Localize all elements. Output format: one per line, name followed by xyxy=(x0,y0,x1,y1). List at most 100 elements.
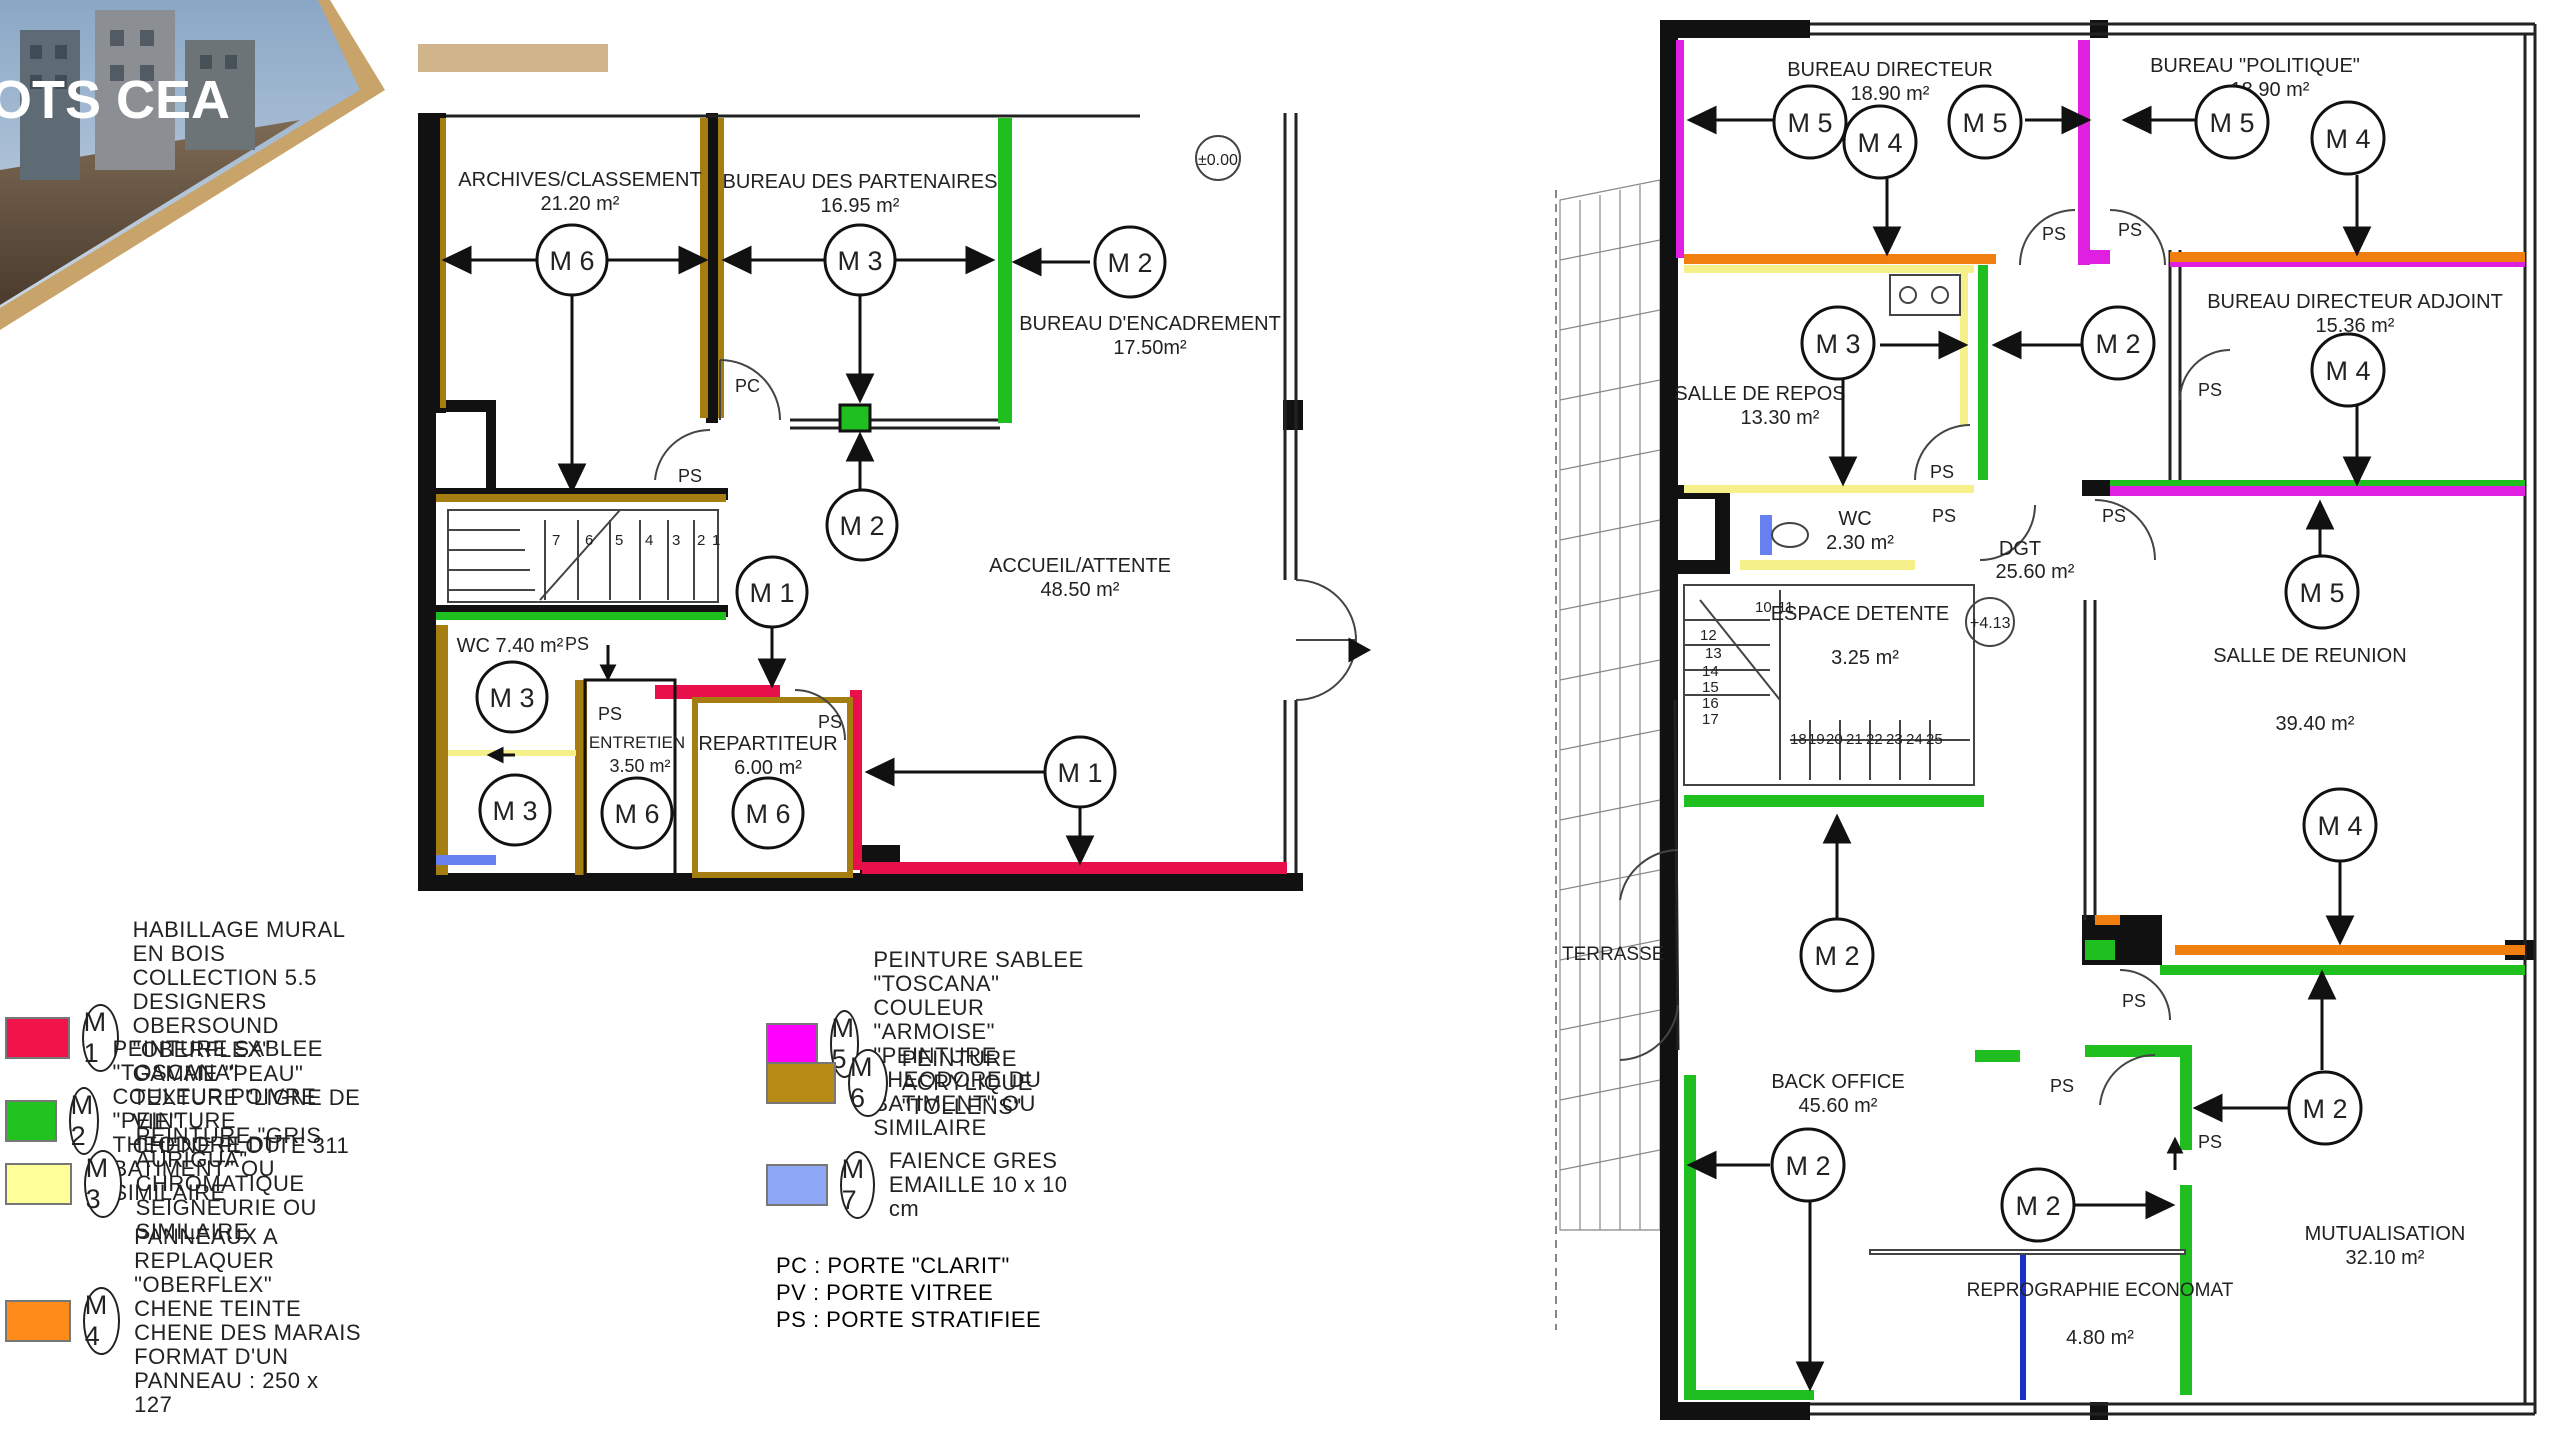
marker-m5: M 5 xyxy=(1787,108,1832,138)
room-area: 32.10 m² xyxy=(2346,1247,2425,1269)
room-name: MUTUALISATION xyxy=(2305,1223,2466,1245)
room-area: 17.50m² xyxy=(1113,337,1187,359)
door-tag: PS xyxy=(2198,1132,2222,1152)
door-tag: PS xyxy=(2198,380,2222,400)
stair-number: 6 xyxy=(585,532,593,549)
legend-description: PEINTURE SABLEE "TOSCANA" COULEUR POIVRE… xyxy=(112,1036,323,1205)
marker-m2: M 2 xyxy=(2095,329,2140,359)
door-tag: PS xyxy=(565,634,589,654)
legend-swatch xyxy=(766,1062,836,1104)
legend-swatch xyxy=(5,1163,72,1205)
room-name: WC xyxy=(1838,508,1871,530)
stair-number: 20 xyxy=(1826,731,1843,748)
stair-number: 13 xyxy=(1705,645,1722,662)
legend-code: M 4 xyxy=(82,1287,121,1355)
room-name: REPROGRAPHIE ECONOMAT xyxy=(1967,1280,2234,1301)
stair-number: 15 xyxy=(1702,679,1719,696)
marker-m6: M 6 xyxy=(614,799,659,829)
legend-code: M 2 xyxy=(68,1087,99,1155)
stair-number: 19 xyxy=(1808,731,1825,748)
stair-number: 3 xyxy=(672,532,680,549)
stair-number: 7 xyxy=(552,532,560,549)
door-tag: PC xyxy=(735,376,760,396)
stair-number: 10 xyxy=(1755,599,1772,616)
room-name: WC 7.40 m² xyxy=(457,635,564,657)
stair-number: 18 xyxy=(1790,731,1807,748)
room-name: BUREAU "POLITIQUE" xyxy=(2150,55,2360,77)
marker-m3: M 3 xyxy=(1815,329,1860,359)
legend-swatch xyxy=(5,1017,70,1059)
room-area: 2.30 m² xyxy=(1826,532,1894,554)
marker-m5: M 5 xyxy=(1962,108,2007,138)
room-name: BUREAU D'ENCADREMENT xyxy=(1019,313,1281,335)
room-area: 18.90 m² xyxy=(1851,83,1930,105)
door-tag: PS xyxy=(2118,220,2142,240)
room-name: ENTRETIEN xyxy=(589,733,685,752)
marker-m2: M 2 xyxy=(1785,1151,1830,1181)
room-area: 6.00 m² xyxy=(734,757,802,779)
legend-swatch xyxy=(766,1164,828,1206)
room-area: 3.50 m² xyxy=(609,756,670,776)
room-area: 13.30 m² xyxy=(1741,407,1820,429)
stair-number: 11 xyxy=(1778,599,1794,616)
legend-item-m7: M 7 FAIENCE GRES EMAILLE 10 x 10 cm xyxy=(766,1149,1080,1221)
stair-number: 2 xyxy=(697,532,705,549)
stair-number: 1 xyxy=(712,532,720,549)
room-area: 3.25 m² xyxy=(1831,647,1899,669)
stair-number: 12 xyxy=(1700,627,1717,644)
legend-description: PEINTURE SABLEE "TOSCANA" COULEUR "ARMOI… xyxy=(873,947,1084,1140)
door-tag: PS xyxy=(1930,462,1954,482)
stair-number: 4 xyxy=(645,532,653,549)
room-area: 21.20 m² xyxy=(541,193,620,215)
room-name: ESPACE DETENTE xyxy=(1771,603,1950,625)
stair-number: 24 xyxy=(1906,731,1923,748)
room-area: 48.50 m² xyxy=(1041,579,1120,601)
marker-m2: M 2 xyxy=(2015,1191,2060,1221)
marker-m4: M 4 xyxy=(2325,356,2370,386)
room-area: 16.95 m² xyxy=(821,195,900,217)
door-tag: PS xyxy=(598,704,622,724)
room-area: 15.36 m² xyxy=(2316,315,2395,337)
room-area: 45.60 m² xyxy=(1799,1095,1878,1117)
door-tag: PS xyxy=(2050,1076,2074,1096)
door-tag: PS xyxy=(2102,506,2126,526)
stair-number: 14 xyxy=(1702,663,1719,680)
stair-number: 25 xyxy=(1926,731,1943,748)
marker-m6: M 6 xyxy=(745,799,790,829)
marker-m3: M 3 xyxy=(837,246,882,276)
room-name: BUREAU DIRECTEUR ADJOINT xyxy=(2207,291,2503,313)
door-tag: PS xyxy=(2122,991,2146,1011)
room-name: ARCHIVES/CLASSEMENT xyxy=(458,169,701,191)
room-name: BUREAU DIRECTEUR xyxy=(1787,59,1993,81)
marker-m1: M 1 xyxy=(749,578,794,608)
door-tag: PS xyxy=(1932,506,1956,526)
stair-number: 16 xyxy=(1702,695,1719,712)
door-tag: PS xyxy=(818,712,842,732)
room-name: BUREAU DES PARTENAIRES xyxy=(723,171,998,193)
terrace-hatch xyxy=(1559,179,1661,1231)
marker-m2: M 2 xyxy=(1107,248,1152,278)
legend-description: PANNEAUX A REPLAQUER "OBERFLEX" CHENE TE… xyxy=(134,1224,361,1417)
marker-m2: M 2 xyxy=(839,511,884,541)
marker-m3: M 3 xyxy=(492,796,537,826)
level-marker: ±0.00 xyxy=(1198,152,1238,169)
legend-item-m3: M 3 PEINTURE "GRIS AURIGUA" CHROMATIQUE … xyxy=(5,1124,390,1244)
terrace-label: TERRASSE xyxy=(1562,944,1664,965)
marker-m2: M 2 xyxy=(1814,941,1859,971)
legend-swatch xyxy=(5,1300,71,1342)
marker-m4: M 4 xyxy=(2317,811,2362,841)
brand-banner: OTS CEA xyxy=(0,0,390,330)
legend-description: PEINTURE ACRYLIQUE "TOLLENS" xyxy=(901,1046,1033,1119)
legend-swatch xyxy=(5,1100,57,1142)
legend-item-m4: M 4 PANNEAUX A REPLAQUER "OBERFLEX" CHEN… xyxy=(5,1225,361,1417)
room-name: SALLE DE REPOS xyxy=(1674,383,1845,405)
marker-m5: M 5 xyxy=(2299,578,2344,608)
brand-photo: OTS CEA xyxy=(0,0,385,330)
room-name: ACCUEIL/ATTENTE xyxy=(989,555,1171,577)
legend-code: M 3 xyxy=(83,1150,122,1218)
legend-description: PEINTURE "GRIS AURIGUA" CHROMATIQUE SEIG… xyxy=(135,1123,322,1244)
stair-number: 5 xyxy=(615,532,623,549)
room-area: 25.60 m² xyxy=(1996,561,2075,583)
legend-item-m6: M 6 PEINTURE ACRYLIQUE "TOLLENS" xyxy=(766,1047,1113,1119)
